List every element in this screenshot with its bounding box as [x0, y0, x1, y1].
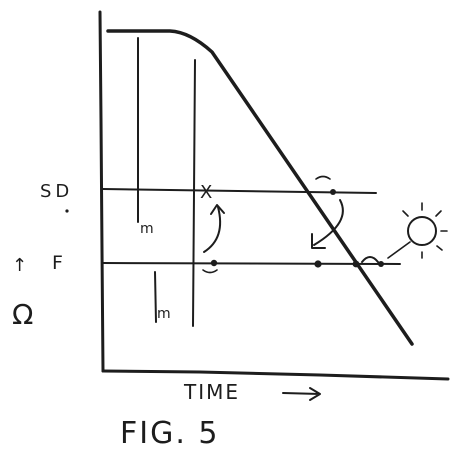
arc-mark-right — [361, 256, 379, 263]
y-axis — [98, 10, 105, 373]
arc-mark-left — [202, 269, 218, 274]
time-label: TIME — [183, 380, 240, 404]
label-sd: SD — [40, 181, 73, 202]
dot-f-left — [210, 259, 218, 267]
vertical-guide-mid — [154, 271, 157, 323]
arrow-down-head — [311, 233, 326, 249]
pulse-mark-upper: m — [140, 221, 154, 237]
f-level-line — [102, 262, 401, 265]
dot-f-curve — [352, 260, 360, 268]
vertical-guide-right — [192, 59, 196, 327]
label-f-arrow: ↑ — [12, 255, 27, 276]
time-arrow — [282, 387, 321, 401]
label-sd-dot — [65, 209, 69, 213]
sun-icon — [387, 202, 448, 259]
label-omega: Ω — [12, 298, 33, 331]
falling-curve — [106, 29, 414, 346]
dot-sd-right — [330, 189, 336, 195]
arrow-up-curve — [203, 206, 222, 253]
figure-caption: FIG. 5 — [120, 416, 220, 449]
pulse-mark-lower: m — [157, 306, 171, 322]
dot-f-mid — [314, 260, 322, 268]
dot-f-right — [378, 261, 384, 267]
arrow-down-curve — [313, 199, 344, 246]
label-f: F — [52, 252, 63, 274]
cross-mark: X — [200, 182, 212, 203]
arrow-up-head — [210, 204, 225, 215]
x-axis — [101, 369, 450, 381]
arc-mark-sd — [315, 175, 331, 180]
